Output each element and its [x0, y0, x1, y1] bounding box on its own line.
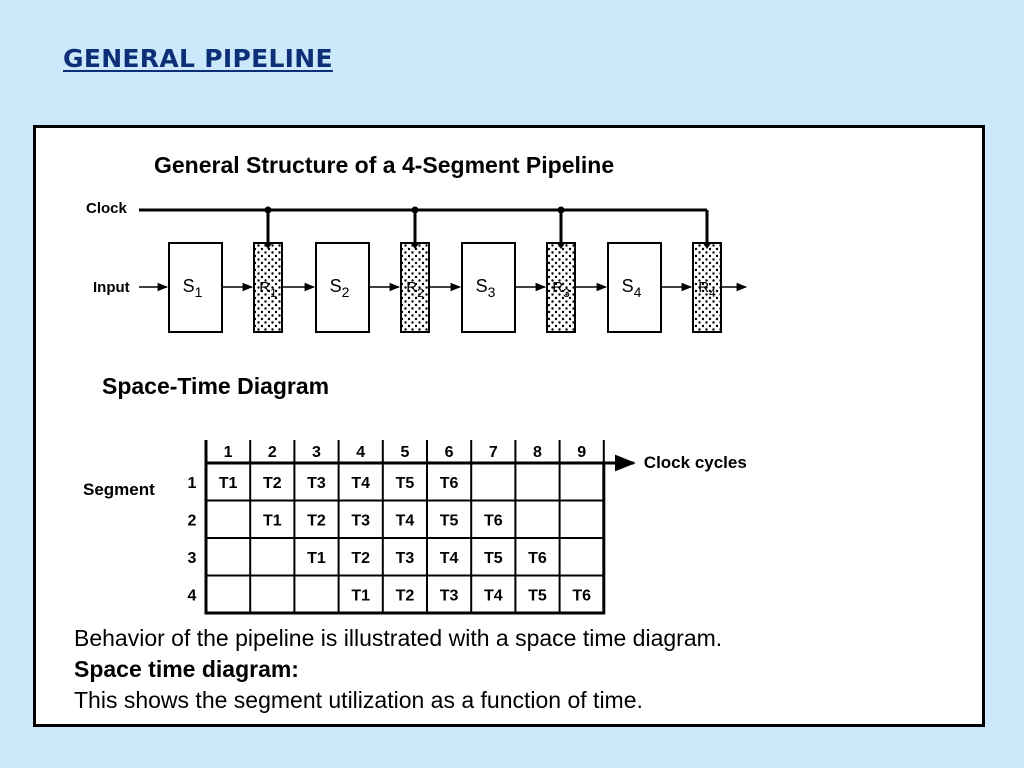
clock-edge-marker-2 — [410, 242, 420, 249]
segment-axis-label: Segment — [83, 480, 155, 499]
clock-junction-1 — [264, 206, 272, 214]
segment-row-label-3: 3 — [188, 550, 197, 567]
table-cell-task: T1 — [307, 550, 326, 567]
clock-cycles-label: Clock cycles — [644, 453, 747, 472]
clock-cycle-header-8: 8 — [533, 444, 542, 461]
table-cell-task: T2 — [307, 512, 326, 529]
structure-title: General Structure of a 4-Segment Pipelin… — [154, 152, 614, 178]
clock-junction-2 — [411, 206, 419, 214]
clock-cycle-header-5: 5 — [400, 444, 409, 461]
table-cell-task: T6 — [528, 550, 547, 567]
diagram-panel: General Structure of a 4-Segment Pipelin… — [33, 125, 985, 727]
table-cell-task: T5 — [440, 512, 459, 529]
table-cell-task: T3 — [307, 475, 326, 492]
register-label-2: R2 — [406, 279, 424, 300]
table-cell-task: T1 — [351, 587, 370, 604]
clock-cycle-header-3: 3 — [312, 444, 321, 461]
table-cell-task: T4 — [440, 550, 459, 567]
table-cell-task: T1 — [219, 475, 238, 492]
input-label: Input — [93, 279, 130, 296]
table-cell-task: T5 — [484, 550, 503, 567]
clock-cycle-header-4: 4 — [356, 444, 365, 461]
segment-label-4: S4 — [622, 276, 642, 300]
segment-box-1 — [168, 242, 223, 333]
table-cell-task: T4 — [396, 512, 415, 529]
description-line-3: This shows the segment utilization as a … — [74, 687, 643, 713]
clock-cycle-header-7: 7 — [489, 444, 498, 461]
segment-row-label-2: 2 — [188, 512, 197, 529]
segment-box-4 — [607, 242, 662, 333]
space-time-title: Space-Time Diagram — [102, 373, 329, 399]
table-cell-task: T6 — [440, 475, 459, 492]
register-label-1: R1 — [259, 279, 277, 300]
register-label-4: R4 — [698, 279, 716, 300]
segment-label-1: S1 — [183, 276, 203, 300]
segment-row-label-1: 1 — [188, 475, 197, 492]
table-cell-task: T3 — [396, 550, 415, 567]
slide-title: GENERAL PIPELINE — [63, 44, 333, 73]
clock-cycle-header-1: 1 — [224, 444, 233, 461]
table-cell-task: T4 — [484, 587, 503, 604]
clock-edge-marker-4 — [702, 242, 712, 249]
table-cell-task: T2 — [351, 550, 370, 567]
description-heading: Space time diagram: — [74, 656, 299, 682]
clock-junction-3 — [557, 206, 565, 214]
clock-edge-marker-3 — [556, 242, 566, 249]
table-cell-task: T5 — [396, 475, 415, 492]
clock-cycle-header-2: 2 — [268, 444, 277, 461]
table-cell-task: T6 — [484, 512, 503, 529]
clock-cycle-header-9: 9 — [577, 444, 586, 461]
table-cell-task: T2 — [263, 475, 282, 492]
clock-cycle-header-6: 6 — [445, 444, 454, 461]
clock-edge-marker-1 — [263, 242, 273, 249]
register-label-3: R3 — [552, 279, 570, 300]
table-cell-task: T3 — [351, 512, 370, 529]
clock-label: Clock — [86, 200, 128, 217]
description-line-1: Behavior of the pipeline is illustrated … — [74, 625, 723, 651]
register-box-1 — [253, 242, 283, 333]
table-cell-task: T5 — [528, 587, 547, 604]
table-cell-task: T2 — [396, 587, 415, 604]
table-cell-task: T3 — [440, 587, 459, 604]
table-cell-task: T1 — [263, 512, 282, 529]
pipeline-diagram: General Structure of a 4-Segment Pipelin… — [83, 152, 748, 615]
segment-label-2: S2 — [330, 276, 350, 300]
segment-row-label-4: 4 — [188, 587, 197, 604]
table-cell-task: T6 — [572, 587, 591, 604]
segment-label-3: S3 — [476, 276, 496, 300]
table-cell-task: T4 — [351, 475, 370, 492]
